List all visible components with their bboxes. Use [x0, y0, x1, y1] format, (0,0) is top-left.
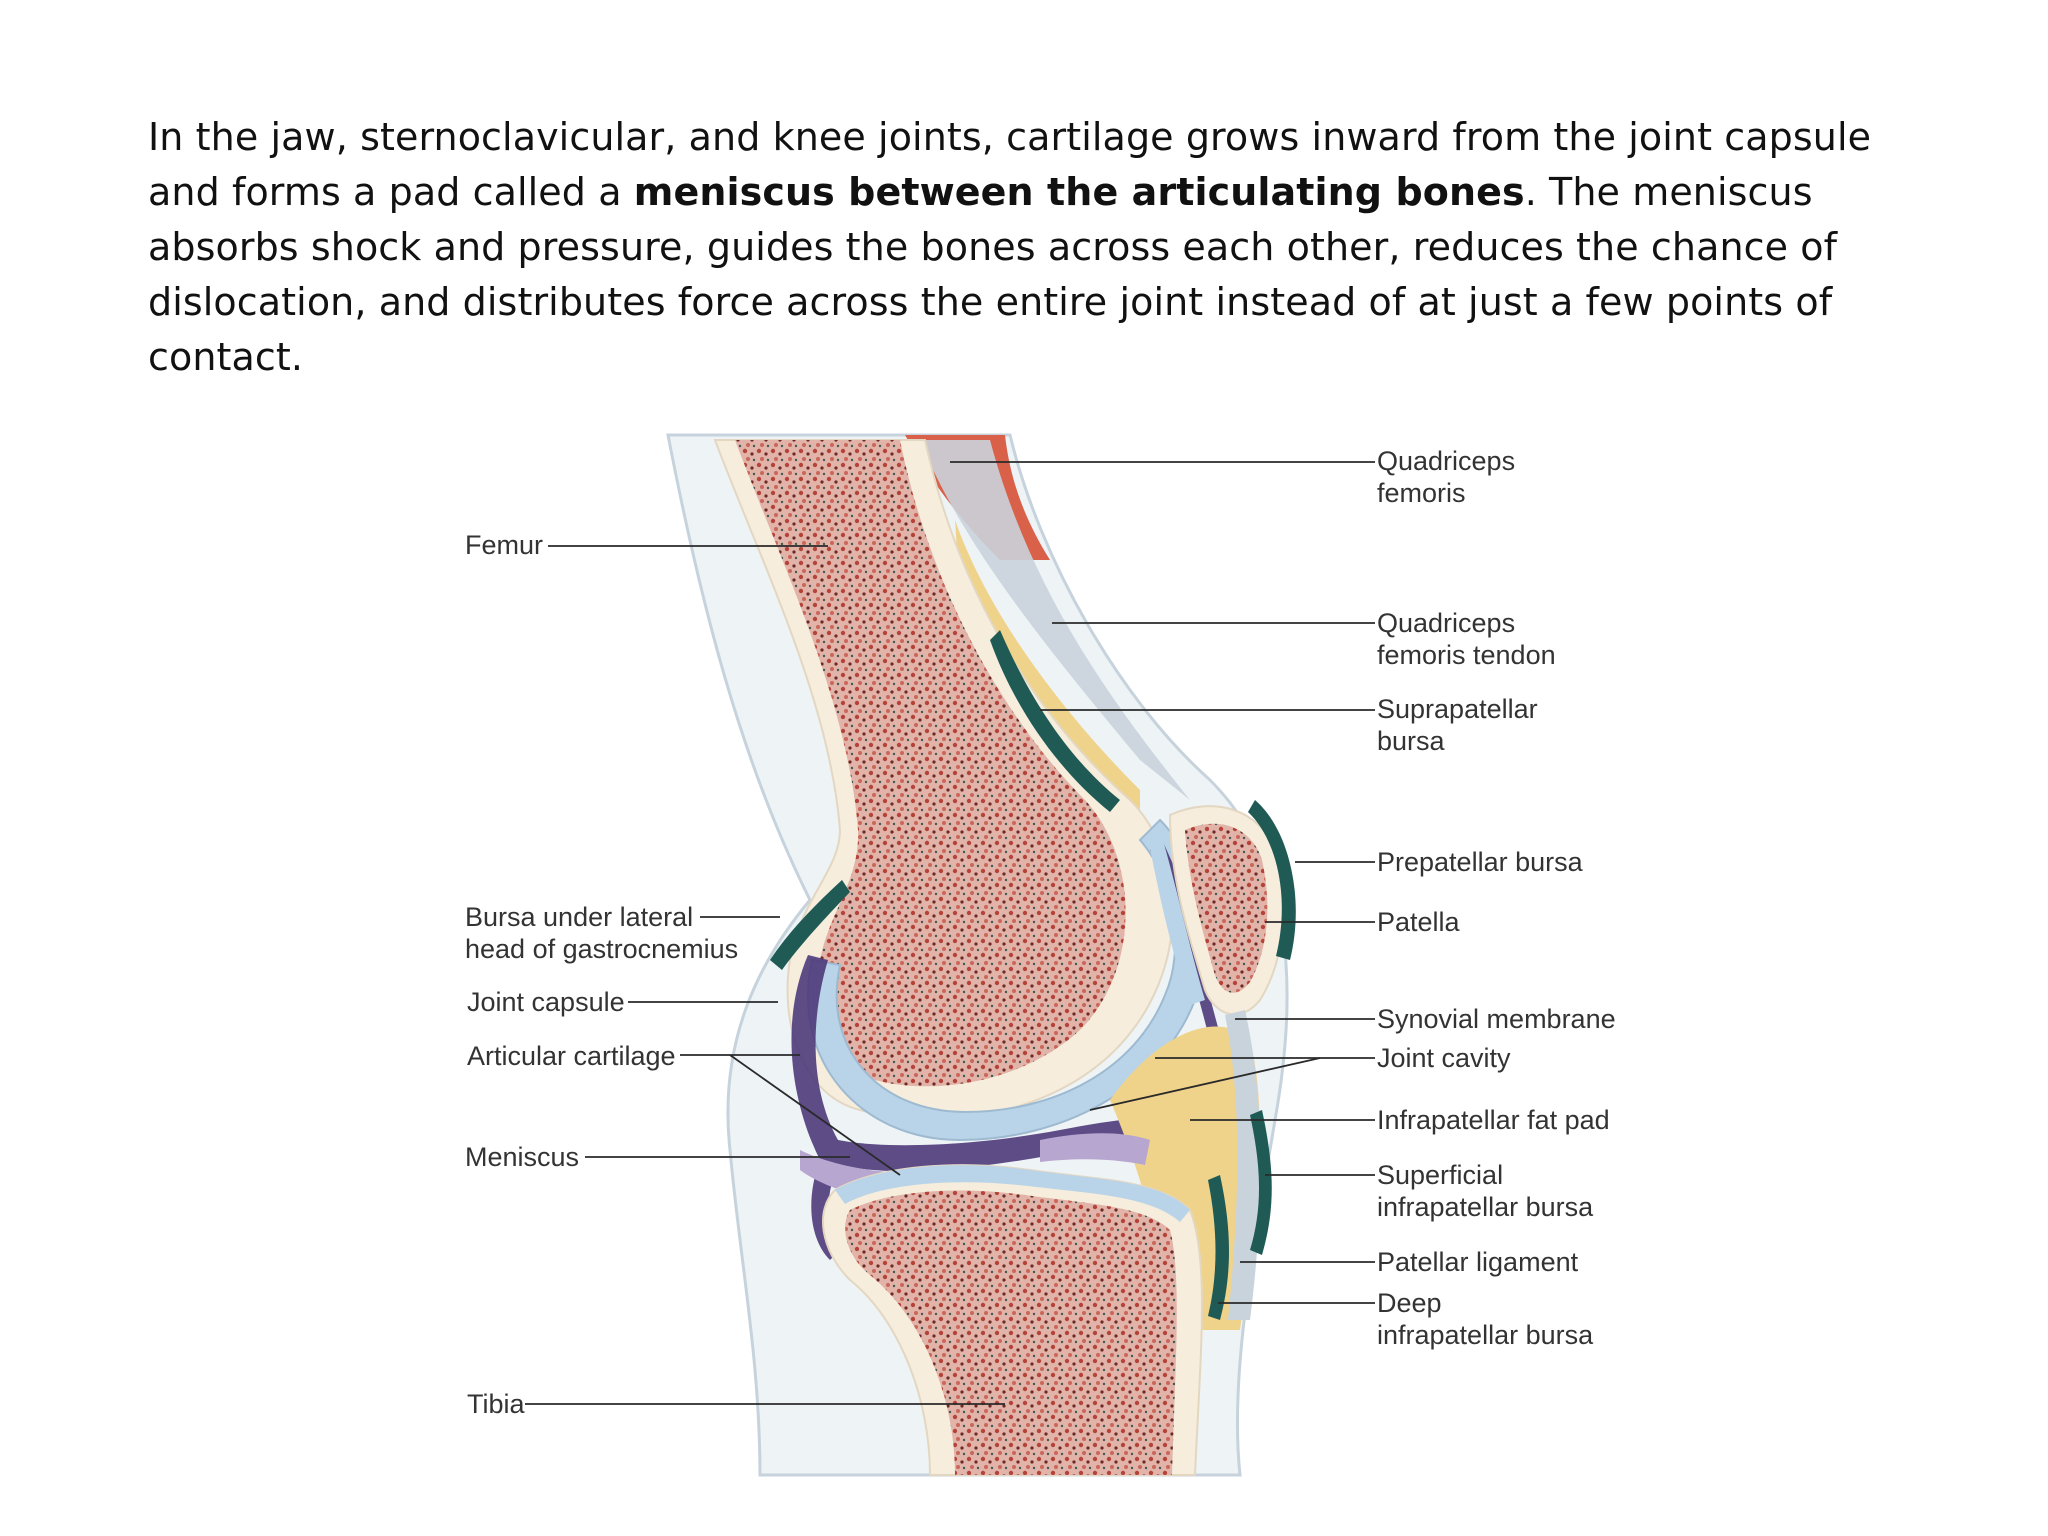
paragraph-bold-phrase: meniscus between the articulating bones	[633, 170, 1525, 214]
label-quadriceps-femoris-line2: femoris	[1377, 478, 1466, 508]
meniscus-pad-anterior	[1040, 1133, 1150, 1165]
paragraph-text-before: In the jaw, sternoclavicular, and knee j…	[148, 115, 1872, 214]
suprapatellar-fat	[955, 520, 1140, 830]
joint-cavity-leader-b	[1089, 1057, 1321, 1111]
label-quadriceps-tendon-line1: Quadriceps	[1377, 608, 1515, 638]
patella-cartilage	[1148, 830, 1205, 1005]
femur-spongy-bone	[735, 440, 1126, 1087]
label-bursa-gastrocnemius-line2: head of gastrocnemius	[465, 934, 738, 964]
label-quadriceps-femoris-line1: Quadriceps	[1377, 446, 1515, 476]
deep-infrapatellar-bursa	[1208, 1175, 1229, 1320]
label-suprapatellar-line1: Suprapatellar	[1377, 694, 1538, 724]
label-patellar-ligament: Patellar ligament	[1377, 1247, 1579, 1277]
label-bursa-gastrocnemius-line1: Bursa under lateral	[465, 902, 693, 932]
synovial-membrane	[791, 835, 1245, 1260]
paragraph-text-after: . The meniscus absorbs shock and pressur…	[148, 170, 1838, 379]
label-suprapatellar-line2: bursa	[1377, 726, 1446, 756]
patellar-ligament	[1225, 1010, 1261, 1320]
label-infrapatellar-fat-pad: Infrapatellar fat pad	[1377, 1105, 1610, 1135]
gastrocnemius-bursa	[770, 880, 850, 970]
tibia-articular-cartilage	[835, 1165, 1190, 1222]
label-deep-bursa-line1: Deep	[1377, 1288, 1442, 1318]
quadriceps-tendon	[920, 440, 1190, 800]
label-deep-bursa-line2: infrapatellar bursa	[1377, 1320, 1594, 1350]
label-tibia: Tibia	[467, 1389, 526, 1419]
label-meniscus: Meniscus	[465, 1142, 579, 1172]
label-joint-capsule: Joint capsule	[467, 987, 625, 1017]
label-femur: Femur	[465, 530, 543, 560]
label-joint-cavity: Joint cavity	[1377, 1043, 1511, 1073]
articular-cartilage-leader-diag	[729, 1054, 901, 1176]
body-paragraph: In the jaw, sternoclavicular, and knee j…	[148, 110, 1908, 385]
prepatellar-bursa	[1248, 800, 1296, 960]
label-superficial-bursa-line1: Superficial	[1377, 1160, 1503, 1190]
superficial-infrapatellar-bursa	[1250, 1110, 1272, 1255]
patella-spongy	[1185, 823, 1268, 993]
label-patella: Patella	[1377, 907, 1461, 937]
label-synovial-membrane: Synovial membrane	[1377, 1004, 1616, 1034]
suprapatellar-bursa	[990, 630, 1120, 812]
label-prepatellar-bursa: Prepatellar bursa	[1377, 847, 1584, 877]
tibia-spongy-bone	[845, 1190, 1177, 1475]
label-superficial-bursa-line2: infrapatellar bursa	[1377, 1192, 1594, 1222]
label-quadriceps-tendon-line2: femoris tendon	[1377, 640, 1556, 670]
label-articular-cartilage: Articular cartilage	[467, 1041, 676, 1071]
